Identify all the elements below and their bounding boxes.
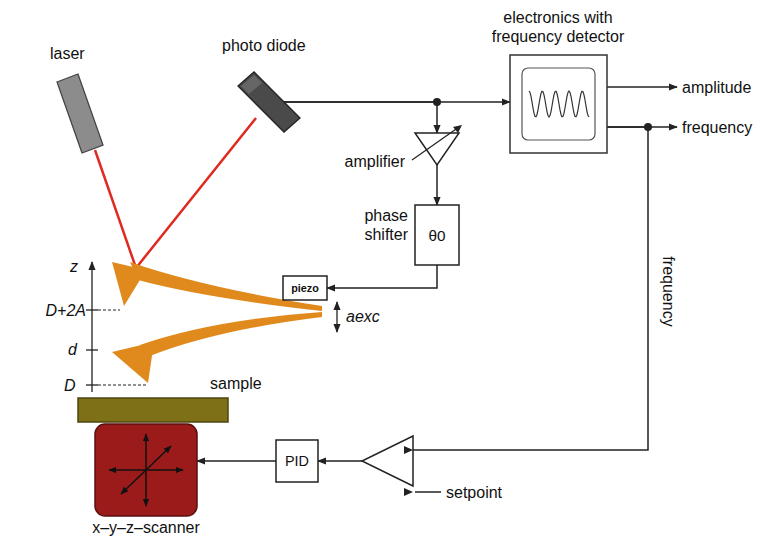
scanner-shape [95,424,197,516]
node-label: photo diode [222,36,332,55]
sample-shape [78,398,228,422]
laser-shape [57,74,103,153]
phase-shifter-box: phase shifterθ0 [415,205,459,265]
photo-diode: photo diode [238,70,302,134]
node-label: amplifier [315,152,405,171]
tip-lower [112,342,154,383]
node-label: x–y–z–scanner [70,518,222,537]
node-text: PID [276,440,318,482]
tip-upper [112,262,146,306]
box-outline [276,440,318,482]
laser-body: laser [55,72,105,156]
node-label: phase shifter [328,206,408,244]
annotation-label: D [64,376,76,395]
screen [522,68,595,140]
annotation-label: setpoint [446,483,502,502]
annotation-label: D+2A [16,301,86,320]
node-shape [78,398,228,422]
signal-wire [318,127,648,461]
excitation-arrow [336,302,337,332]
tick [86,349,98,350]
reflected-beam [136,118,256,268]
signal-wire [197,460,276,462]
waveform [529,91,589,117]
annotation-label: frequency [682,118,752,137]
signal-wire [436,165,438,205]
scanner-block: x–y–z–scanner [95,424,197,516]
node-text: piezo [283,276,327,300]
frequency-detector: electronics with frequency detector [510,55,607,153]
annotation-label: d [68,340,77,359]
node-shape [238,70,302,134]
laser-beam [95,150,136,268]
arrowhead [453,125,462,133]
amplitude-output [607,86,677,88]
node-text: θ0 [415,205,459,265]
node-label: sample [210,374,290,393]
arrowhead [404,488,413,496]
diode-shape [238,72,300,132]
node-shape [95,424,197,516]
signal-label: frequency [659,252,678,332]
scan-axis [121,446,171,494]
tick [86,309,98,310]
pid-box: PID [276,440,318,482]
amp-triangle [415,133,459,165]
node-shape [415,133,459,165]
z-axis [91,262,92,392]
comparator-symbol [362,436,413,486]
sample-plate: sample [78,398,228,422]
annotation-label: z [70,257,78,276]
setpoint-wire [415,491,441,493]
piezo-box: piezo [283,276,327,300]
arrowhead [404,446,413,454]
dashed-level [98,385,146,386]
box-outline [415,205,459,265]
node-label: laser [50,44,110,63]
node-shape [55,72,105,156]
detector-box [510,55,607,153]
signal-wire [284,102,437,133]
node-shape [510,55,607,153]
annotation-label: amplitude [682,78,751,97]
cantilever-lower [140,312,322,356]
diode-face [241,75,262,94]
box-outline [283,276,327,300]
tick [86,384,98,385]
amplifier-symbol: amplifier [415,133,459,165]
dashed-level [98,310,120,311]
node-label: electronics with frequency detector [478,8,638,46]
gain-arrow [412,127,459,160]
annotation-label: aexc [346,307,380,326]
signal-wire [327,265,437,288]
